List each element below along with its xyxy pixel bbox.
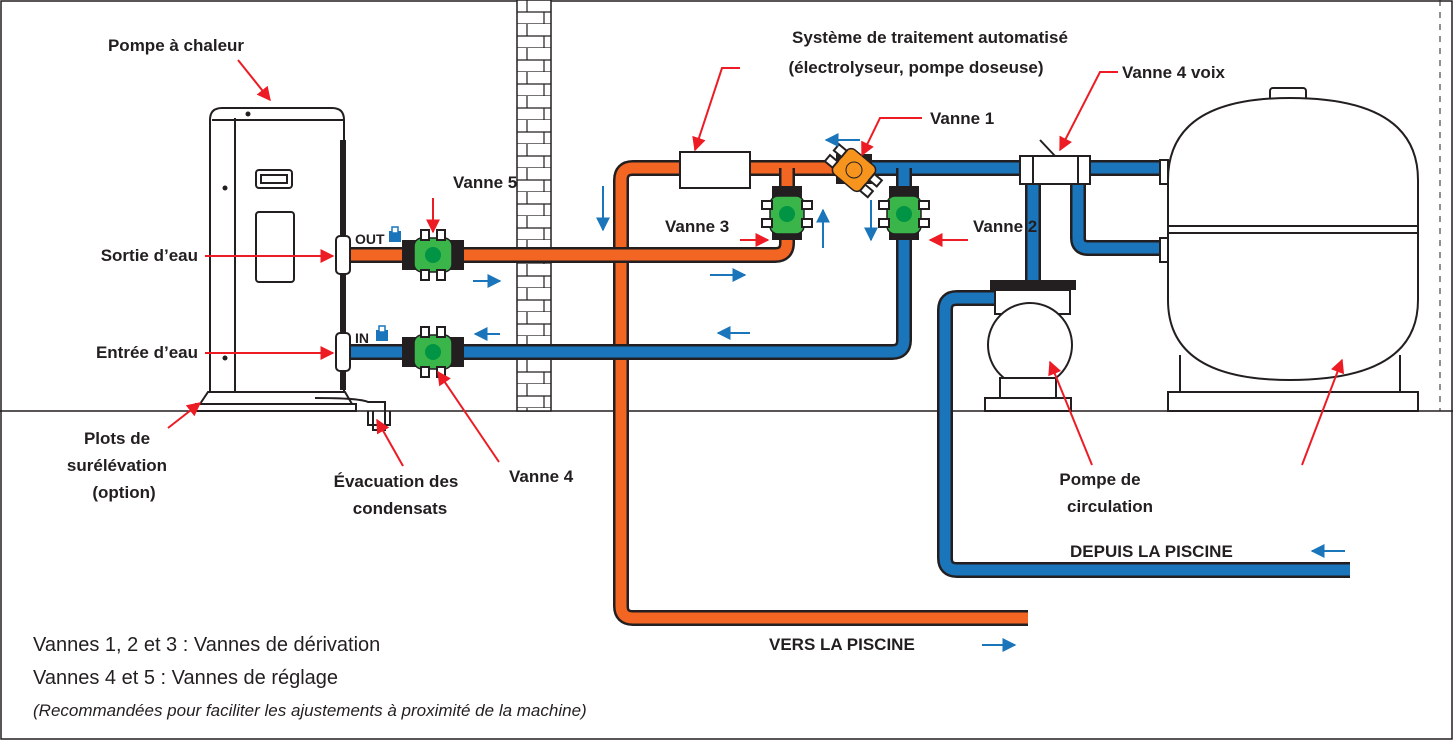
water-in-icon: [376, 325, 388, 341]
valve-4: [402, 326, 464, 378]
four-way-valve: [1019, 139, 1091, 185]
label-arrows: [167, 59, 1345, 467]
label-water-out: Sortie d’eau: [101, 246, 198, 265]
pipe-to-pool: [615, 162, 1028, 624]
pipe-from-pool: [939, 292, 1350, 576]
label-valve-3: Vanne 3: [665, 217, 729, 236]
valve-3: [761, 186, 813, 240]
water-out-icon: [389, 226, 401, 242]
in-tag: IN: [355, 330, 369, 346]
valve-5: [402, 229, 464, 281]
label-to-pool: VERS LA PISCINE: [769, 635, 915, 654]
note-bypass-valves: Vannes 1, 2 et 3 : Vannes de dérivation: [33, 634, 380, 656]
label-valve-5: Vanne 5: [453, 173, 517, 192]
valve-2: [878, 186, 930, 240]
label-treatment-line1: Système de traitement automatisé: [792, 28, 1068, 47]
pipe-filter-lower-outline: [1070, 180, 1168, 256]
filter-tank: [1159, 87, 1419, 412]
label-plots-line3: (option): [92, 483, 155, 502]
label-drain-line2: condensats: [353, 499, 447, 518]
label-drain-line1: Évacuation des: [334, 472, 459, 491]
label-water-in: Entrée d’eau: [96, 343, 198, 362]
label-valve-2: Vanne 2: [973, 217, 1037, 236]
label-valve-4way: Vanne 4 voix: [1122, 63, 1226, 82]
pipe-heat-out: [350, 200, 793, 261]
out-tag: OUT: [355, 231, 385, 247]
pipe-filter-lower: [1072, 180, 1168, 254]
treatment-system-box: [679, 151, 751, 189]
flow-arrows: [473, 133, 1345, 652]
heat-pump: [195, 107, 357, 412]
label-plots-line1: Plots de: [84, 429, 150, 448]
brick-wall: [516, 0, 552, 412]
label-from-pool: DEPUIS LA PISCINE: [1070, 542, 1233, 561]
label-valve-1: Vanne 1: [930, 109, 994, 128]
label-pump-line1: Pompe de: [1059, 470, 1140, 489]
label-valve-4: Vanne 4: [509, 467, 574, 486]
label-pump-line2: circulation: [1067, 497, 1153, 516]
note-adjust-valves: Vannes 4 et 5 : Vannes de réglage: [33, 667, 338, 689]
pipe-heat-in: [350, 200, 910, 358]
label-heat-pump: Pompe à chaleur: [108, 36, 244, 55]
label-plots-line2: surélévation: [67, 456, 167, 475]
label-treatment-line2: (électrolyseur, pompe doseuse): [788, 58, 1043, 77]
note-recommendation: (Recommandées pour faciliter les ajustem…: [33, 701, 587, 720]
valve-1: [823, 142, 884, 199]
